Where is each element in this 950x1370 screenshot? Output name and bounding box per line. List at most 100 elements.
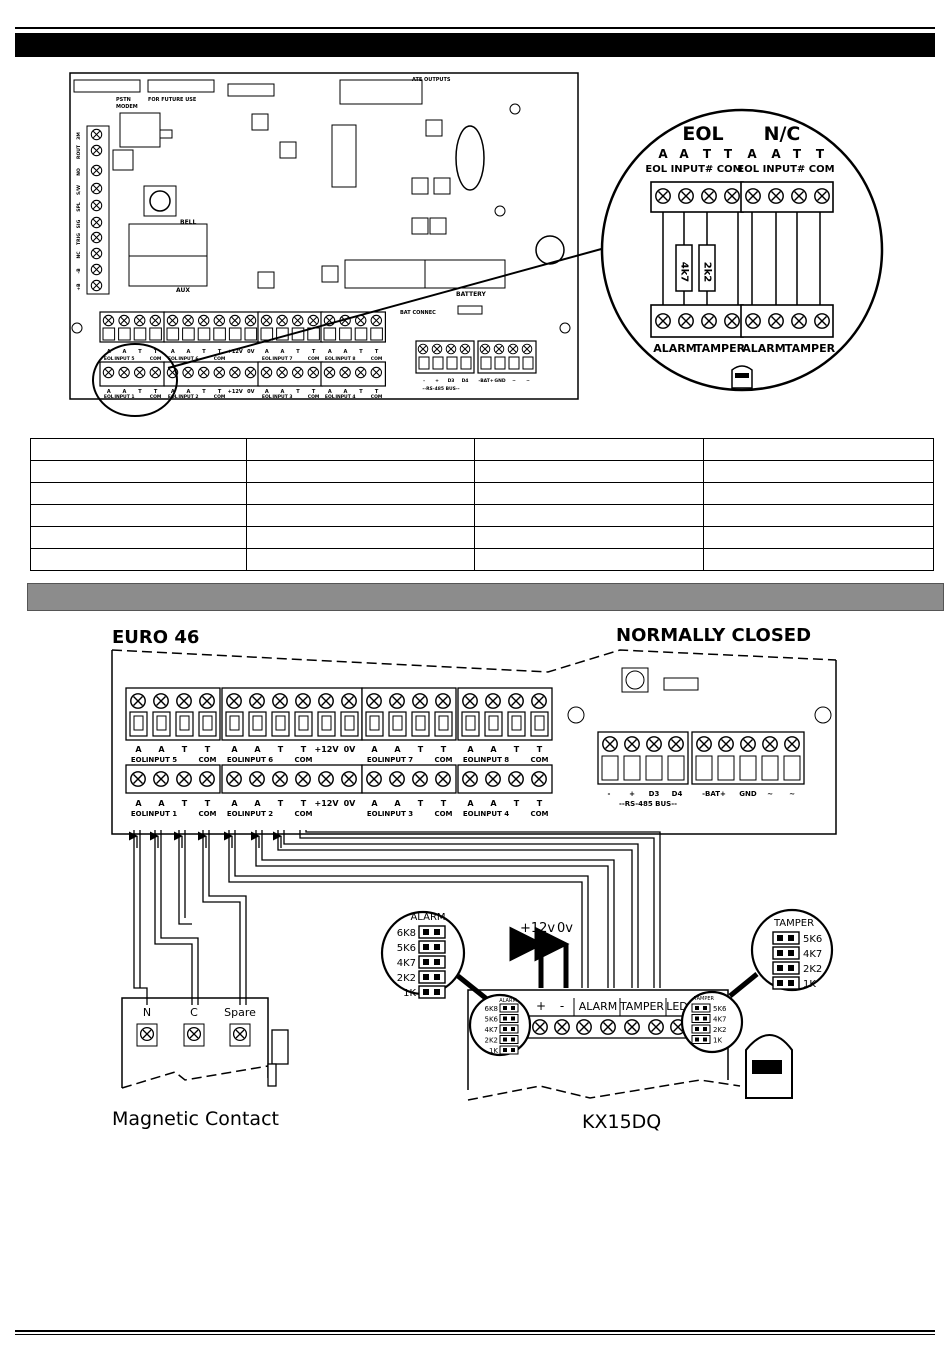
side-terminal-label: -B: [76, 268, 82, 274]
terminal-screw: [668, 736, 684, 752]
terminal-letter: A: [280, 389, 284, 395]
panel-title: EURO 46: [112, 627, 199, 648]
bus-label: D4: [672, 790, 683, 798]
pir-screw: [554, 1019, 570, 1035]
terminal-screw: [102, 314, 115, 327]
terminal-letter: 0V: [247, 389, 254, 395]
terminal-screw: [370, 314, 383, 327]
terminal-letter: T: [537, 745, 543, 754]
alarm-jumper-value: 2K2: [397, 973, 416, 984]
terminal-screw: [133, 366, 146, 379]
small-alarm-value: 2K2: [485, 1037, 499, 1045]
terminal-name: INPUT 2: [178, 394, 198, 400]
terminal-screw: [149, 314, 162, 327]
terminal-name: COM: [308, 356, 320, 362]
terminal-screw: [508, 771, 524, 787]
terminal-name: INPUT 8: [335, 356, 355, 362]
zoom-terminal-screw: [768, 313, 784, 329]
zoom-terminal-screw: [791, 188, 807, 204]
terminal-screw: [197, 366, 210, 379]
terminal-screw: [90, 247, 103, 260]
terminal-screw: [90, 182, 103, 195]
contact-terminal-label: C: [190, 1006, 198, 1019]
bus-label: +: [435, 378, 439, 384]
pir-title: KX15DQ: [582, 1111, 661, 1133]
bottom-rule-thin: [15, 1334, 935, 1335]
zoom-terminal-letter: T: [703, 147, 712, 161]
terminal-name: INPUT 1: [114, 394, 134, 400]
pir-terminal-label: ALARM: [579, 1000, 618, 1013]
terminal-screw: [341, 693, 357, 709]
terminal-screw: [412, 693, 428, 709]
terminal-letter: A: [343, 389, 347, 395]
zoom-terminal-letter: A: [679, 147, 689, 161]
terminal-letter: 0V: [344, 799, 357, 808]
side-terminal-label: S/W: [76, 185, 82, 195]
bottom-diagram: EURO 46 NORMALLY CLOSED AAAATTTTAAAATTTT…: [111, 625, 837, 1133]
terminal-screw: [784, 736, 800, 752]
terminal-letter: A: [328, 349, 332, 355]
terminal-letter: T: [375, 389, 379, 395]
bus-title: --RS-485 BUS--: [422, 386, 459, 392]
zoom-terminal-screw: [724, 313, 740, 329]
terminal-screw: [323, 366, 336, 379]
terminal-screw: [90, 231, 103, 244]
terminal-name: EOL: [463, 810, 479, 818]
terminal-letter: +12V: [228, 349, 243, 355]
pir-terminal-label: LED: [666, 1000, 688, 1013]
terminal-screw: [318, 771, 334, 787]
terminal-letter: T: [278, 799, 284, 808]
terminal-letter: +12V: [228, 389, 243, 395]
small-alarm-value: 6K8: [485, 1005, 499, 1013]
side-terminal-label: NO: [76, 168, 82, 176]
zoom-eol-title: EOL: [682, 123, 723, 145]
terminal-screw: [249, 771, 265, 787]
terminal-name: EOL: [104, 356, 114, 362]
zoom-terminal-letter: T: [816, 147, 825, 161]
terminal-screw: [354, 366, 367, 379]
terminal-letter: A: [371, 745, 378, 754]
terminal-letter: T: [359, 349, 363, 355]
pir-power-0v: 0v: [557, 921, 573, 936]
terminal-screw: [307, 314, 320, 327]
zoom-bottom-label: ALARM: [653, 342, 696, 355]
terminal-letter: T: [301, 745, 307, 754]
terminal-name: EOL: [227, 756, 243, 764]
terminal-screw: [90, 199, 103, 212]
terminal-name: INPUT 6: [178, 356, 198, 362]
terminal-screw: [90, 279, 103, 292]
terminal-name: COM: [214, 356, 226, 362]
zoom-terminal-screw: [678, 188, 694, 204]
terminal-name: COM: [530, 756, 548, 764]
zoom-terminal-letter: A: [747, 147, 757, 161]
terminal-letter: T: [154, 389, 158, 395]
terminal-letter: 0V: [344, 745, 357, 754]
terminal-letter: A: [490, 799, 497, 808]
side-terminal-label: NC: [76, 251, 82, 259]
terminal-screw: [417, 343, 429, 355]
terminal-letter: A: [135, 745, 142, 754]
zoom-terminal-screw: [655, 313, 671, 329]
section-header-bar: [15, 33, 935, 57]
terminal-name: EOL: [131, 756, 147, 764]
terminal-screw: [249, 693, 265, 709]
terminal-name: INPUT 6: [242, 756, 273, 764]
terminal-letter: A: [186, 389, 190, 395]
aux-label: AUX: [176, 287, 190, 294]
small-alarm-value: 1K: [489, 1047, 498, 1055]
terminal-letter: T: [182, 799, 188, 808]
terminal-letter: T: [312, 349, 316, 355]
terminal-screw: [166, 314, 179, 327]
alarm-jumper-value: 4K7: [397, 958, 416, 969]
bus-label: -BAT+: [478, 378, 494, 384]
zoom-terminal-letter: A: [771, 147, 781, 161]
side-terminal-label: ROUT: [76, 144, 82, 159]
zoom-terminal-screw: [655, 188, 671, 204]
zoom-terminal-screw: [701, 188, 717, 204]
terminal-letter: A: [135, 799, 142, 808]
terminal-name: INPUT 3: [382, 810, 413, 818]
terminal-name: INPUT 4: [478, 810, 509, 818]
terminal-screw: [199, 693, 215, 709]
tamper-jumper-value: 4K7: [803, 949, 822, 960]
